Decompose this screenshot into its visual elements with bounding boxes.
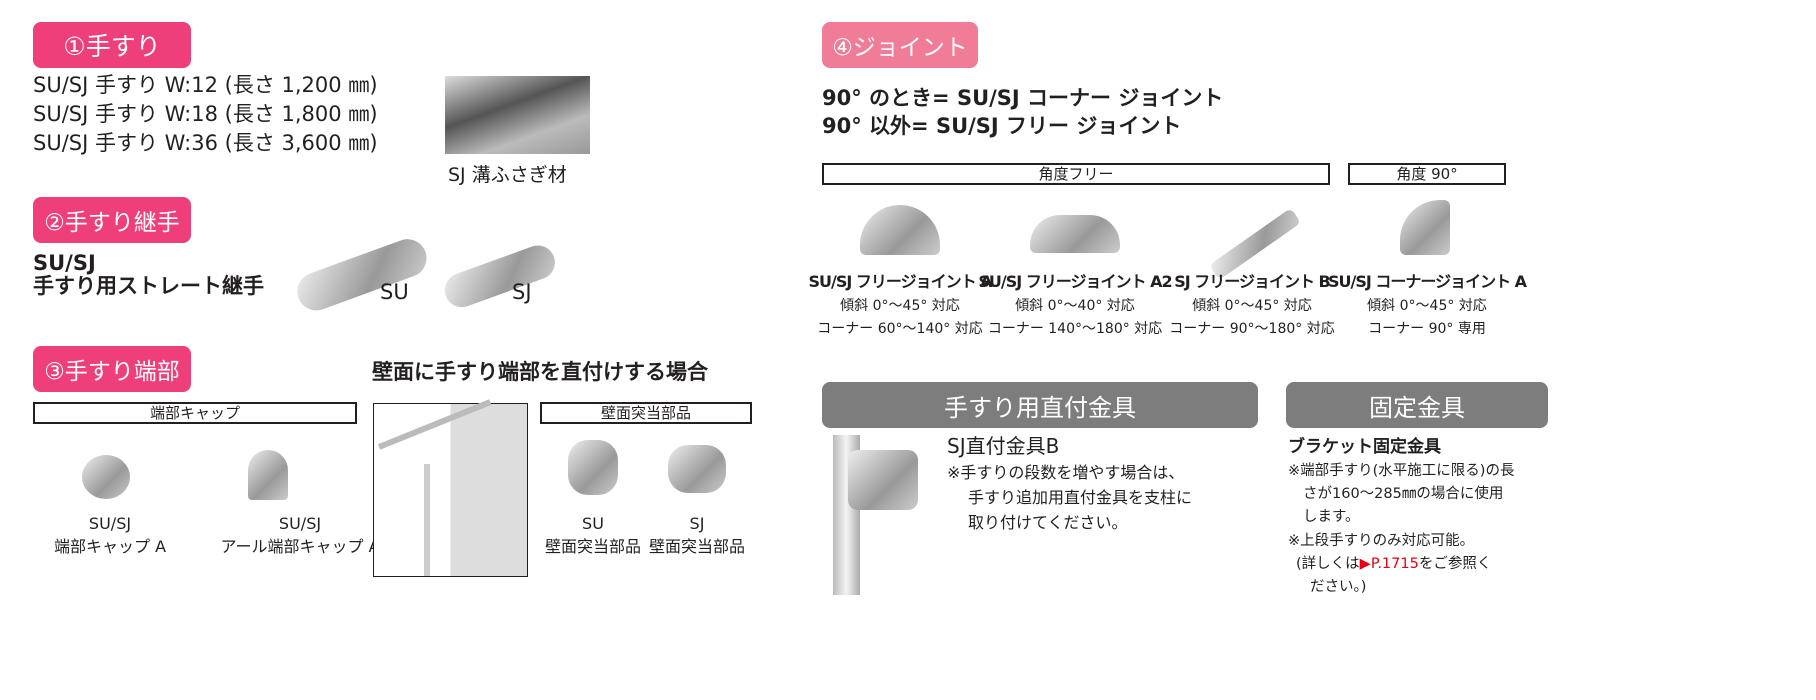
bracket-b-note: 手すり追加用直付金具を支柱に [968,488,1193,507]
joint-rule-90: 90° のとき= SU/SJ コーナー ジョイント [822,86,1224,110]
wall-stop-box: 壁面突当部品 [540,402,752,424]
page-reference-end: ださい。) [1310,579,1367,595]
bracket-fix-name: ブラケット固定金具 [1288,437,1441,457]
bracket-b-note: 取り付けてください。 [968,513,1128,532]
su-label: SU [380,280,409,304]
handrail-spec-2: SU/SJ 手すり W:18 (長さ 1,800 ㎜) [33,102,378,126]
groove-cover-caption: SJ 溝ふさぎ材 [448,164,567,186]
sj-wall-stop-image [668,445,726,493]
direct-mount-header: 手すり用直付金具 [822,382,1258,428]
angle-90-box: 角度 90° [1348,163,1506,185]
bracket-fix-note: さが160～285㎜の場合に使用 [1303,486,1504,502]
joint-rule-other: 90° 以外= SU/SJ フリー ジョイント [822,114,1182,138]
bracket-b-image [848,450,918,510]
section-badge-handrail: ①手すり [33,22,191,68]
page-link[interactable]: ▶P.1715 [1359,556,1419,572]
bracket-fix-note: ※端部手すり(水平施工に限る)の長 [1288,463,1515,479]
section-badge-joint: ④ジョイント [822,22,978,68]
connector-label-2: 手すり用ストレート継手 [33,274,264,298]
sj-label: SJ [512,280,532,304]
bracket-fix-note: ※上段手すりのみ対応可能。 [1288,533,1475,549]
angle-free-box: 角度フリー [822,163,1330,185]
handrail-tube-image [445,76,590,154]
section-badge-handrail-end: ③手すり端部 [33,346,191,392]
corner-joint-a-image [1400,200,1450,255]
sj-connector-image [440,240,560,312]
su-connector-image [292,233,432,316]
page-reference: (詳しくは▶P.1715をご参照く [1296,556,1492,572]
end-cap-image [82,455,130,499]
section-badge-joint-connector: ②手すり継手 [33,197,191,243]
fixing-hardware-header: 固定金具 [1286,382,1548,428]
handrail-spec-1: SU/SJ 手すり W:12 (長さ 1,200 ㎜) [33,73,378,97]
handrail-spec-3: SU/SJ 手すり W:36 (長さ 3,600 ㎜) [33,131,378,155]
round-end-cap-image [248,450,288,500]
bracket-b-note: ※手すりの段数を増やす場合は、 [947,463,1185,482]
free-joint-a2-image [1030,215,1120,253]
free-joint-a-image [860,205,940,255]
su-wall-stop-image [568,440,618,495]
bracket-fix-note: します。 [1303,509,1360,525]
bracket-b-name: SJ直付金具B [947,434,1060,458]
end-cap-box: 端部キャップ [33,402,357,424]
wall-mount-illustration [373,399,528,577]
connector-label-1: SU/SJ [33,251,96,275]
wall-mount-title: 壁面に手すり端部を直付けする場合 [372,360,708,384]
